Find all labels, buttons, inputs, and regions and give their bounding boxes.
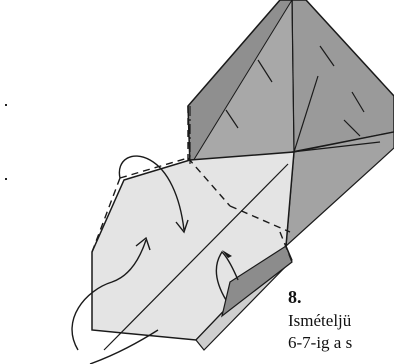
step-instruction-line-2: 6-7-ig a s (288, 333, 353, 352)
step-instruction: Ismételjü 6-7-ig a s (288, 310, 394, 354)
fold-arrow-bottom (89, 329, 159, 364)
step-number: 8. (288, 287, 302, 307)
front-flap (91, 151, 295, 341)
arrow-head-fill (222, 250, 232, 258)
crease-lines (103, 0, 381, 351)
box-wall-right (291, 0, 394, 153)
side-flap-right (221, 245, 293, 318)
fold-arrows (71, 155, 239, 364)
margin-mark-bottom (5, 178, 7, 180)
margin-mark-top (5, 104, 7, 106)
box-floor-far (189, 0, 295, 167)
fold-arrow-top (118, 155, 185, 231)
fold-arrow-right (215, 250, 239, 301)
fold-arrow-left (71, 239, 147, 351)
valley-fold-lines (91, 106, 293, 263)
step-instruction-line-1: Ismételjü (288, 311, 352, 330)
